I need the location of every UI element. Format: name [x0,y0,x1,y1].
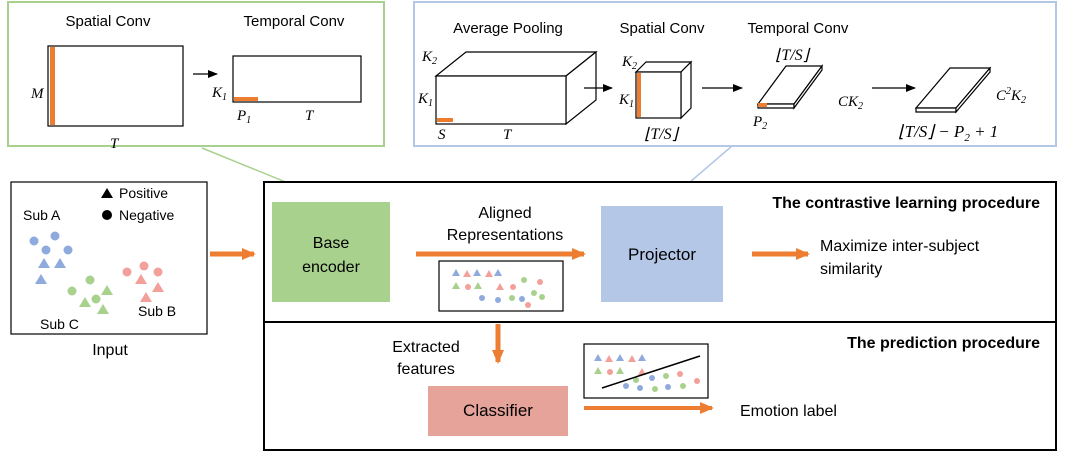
classifier-box[interactable] [428,386,568,436]
k2-label-b: K2 [621,54,637,72]
average-pooling-label: Average Pooling [453,20,563,37]
projector-label: Projector [628,245,696,264]
k2-label: K2 [421,49,437,67]
projector-box[interactable] [601,206,723,302]
p2-label: P2 [752,114,767,132]
final-dimension-label: ⌊T/S⌋ − P2 + 1 [898,122,998,144]
spatial-cuboid [634,60,693,120]
decision-boundary-line [601,355,701,389]
spatial-conv-matrix [47,45,184,127]
temporal-kernel-bar [234,97,258,101]
input-caption: Input [92,342,128,359]
base-encoder-label-line2: encoder [302,259,360,276]
base-encoder-box[interactable] [272,202,390,302]
c2k2-label: C2K2 [996,86,1026,106]
output-slab [914,66,992,114]
prediction-box: The prediction procedure Extracted featu… [263,321,1057,451]
sub-c-label: Sub C [40,316,79,332]
prediction-box-border [263,321,1057,451]
ck2-label: CK2 [838,94,863,112]
floor-ts-label: ⌊T/S⌋ [644,126,680,143]
prediction-representation-box [583,343,709,399]
spatial-kernel-bar [50,47,55,125]
sub-b-label: Sub B [138,303,176,319]
aligned-representation-points [452,269,545,308]
contrastive-learning-box: The contrastive learning procedure Base … [263,181,1057,323]
t-dimension-label-right: T [305,108,315,124]
sub-a-label: Sub A [23,207,61,223]
temporal-slab [756,64,824,110]
pooling-kernel-bar [437,118,453,122]
t-label-cuboid: T [503,127,513,143]
prediction-title: The prediction procedure [847,335,1040,352]
extracted-label-line2: features [397,361,455,378]
p1-label: P1 [236,108,251,126]
temporal-kernel-bar-2 [758,103,767,107]
top-left-panel: Spatial Conv Temporal Conv M T K1 P1 T [7,1,385,152]
k1-label-2: K1 [417,91,433,109]
pooling-cuboid [434,50,598,126]
emotion-label: Emotion label [740,403,837,420]
top-left-panel-border [7,1,385,147]
temporal-conv-label-2: Temporal Conv [748,20,849,37]
sub-b-points [122,261,164,302]
aligned-label-line2: Representations [447,227,564,244]
floor-ts-top-label: ⌊T/S⌋ [775,47,811,64]
negative-legend-icon [102,210,112,220]
spatial-conv-label: Spatial Conv [65,13,151,30]
input-box [10,181,208,335]
classifier-label: Classifier [463,401,533,420]
prediction-representation-points [594,354,701,392]
top-right-panel: Average Pooling Spatial Conv Temporal Co… [413,1,1057,147]
base-encoder-label-line1: Base [313,235,350,252]
extracted-label-line1: Extracted [392,339,460,356]
spatial-conv-label-2: Spatial Conv [619,20,705,37]
k1-label-b: K1 [618,92,634,110]
positive-legend-label: Positive [119,185,168,201]
maximize-label-line2: similarity [820,261,882,278]
m-dimension-label: M [30,86,45,102]
temporal-conv-matrix [232,55,362,103]
top-right-panel-border [413,1,1057,147]
aligned-label-line1: Aligned [478,205,531,222]
t-dimension-label-left: T [110,136,120,152]
spatial-kernel-bar-2 [637,73,641,117]
maximize-label-line1: Maximize inter-subject [820,238,980,255]
s-label: S [438,127,446,143]
sub-a-points [29,231,73,284]
k1-label: K1 [211,85,227,103]
positive-legend-icon [101,188,113,198]
input-panel: Positive Negative Sub A Sub B Sub C Inpu… [10,181,208,359]
temporal-conv-label: Temporal Conv [244,13,345,30]
aligned-representation-box [438,260,564,312]
sub-c-points [67,275,113,314]
contrastive-title: The contrastive learning procedure [772,195,1040,212]
negative-legend-label: Negative [119,207,174,223]
